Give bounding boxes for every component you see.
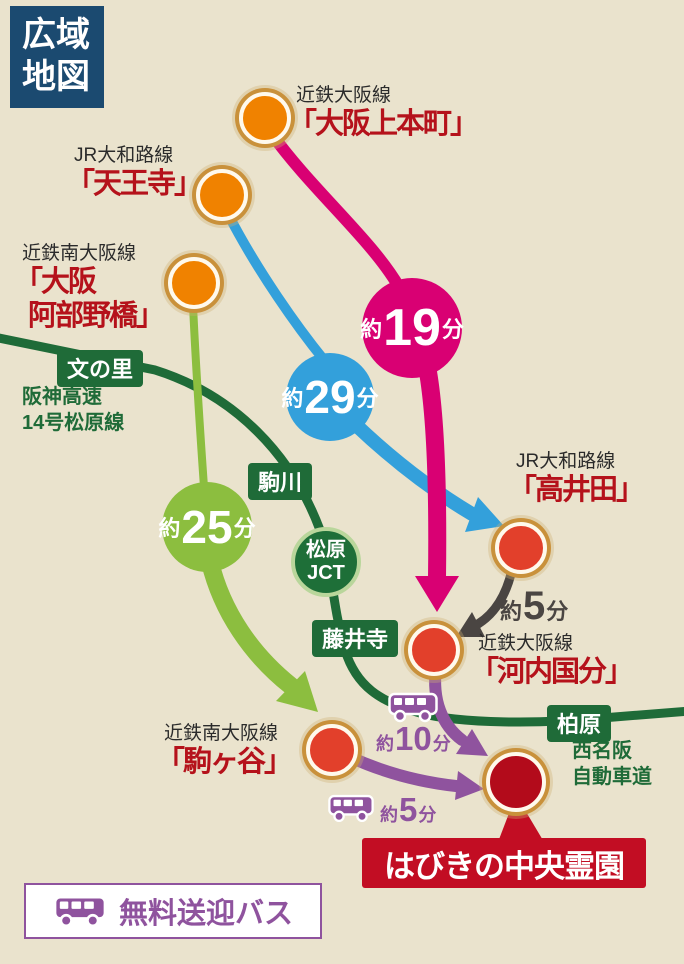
- bus-time-10-label: 約 10 分: [376, 722, 451, 756]
- junction-line1: 松原: [306, 539, 346, 561]
- exit-badge-fuminosato: 文の里: [57, 350, 144, 387]
- station-label-osaka-abenobashi: 近鉄南大阪線 「大阪 阿部野橋」: [14, 238, 165, 333]
- time-bubble-train-25: 約 25 分: [158, 482, 256, 572]
- road-name-meihan-expressway: 西名阪 自動車道: [572, 738, 652, 790]
- station-label-tennoji: JR大和路線 「天王寺」: [66, 140, 203, 201]
- station-name-line1: 「大阪: [14, 266, 97, 298]
- exit-badge-fujiidera: 藤井寺: [312, 620, 399, 657]
- route-train-19-upper-path: [265, 127, 405, 293]
- line-name: JR大和路線: [74, 145, 174, 166]
- bus-icon: [53, 894, 107, 928]
- station-name-line2: 阿部野橋」: [28, 300, 165, 332]
- time-value: 25: [181, 501, 233, 553]
- time-suffix: 分: [432, 734, 451, 754]
- station-label-kawachi-kokubu: 近鉄大阪線 「河内国分」: [470, 628, 634, 689]
- line-name: JR大和路線: [516, 451, 616, 472]
- map-title: 広域 地図: [10, 6, 104, 108]
- time-suffix: 分: [441, 317, 464, 342]
- station-name: 「大阪上本町」: [288, 108, 479, 140]
- legend-label: 無料送迎バス: [118, 898, 293, 930]
- time-prefix: 約: [380, 805, 398, 825]
- time-suffix: 分: [418, 805, 437, 825]
- road-name-line1: 西名阪: [572, 740, 632, 762]
- time-prefix: 約: [360, 317, 383, 342]
- station-name: 「河内国分」: [470, 656, 634, 688]
- destination-marker: [486, 752, 546, 812]
- route-train-25-arrowhead: [276, 671, 318, 712]
- road-name-hanshin-expressway: 阪神高速 14号松原線: [22, 384, 124, 436]
- route-train-29-upper-path: [223, 209, 329, 365]
- road-name-line2: 14号松原線: [22, 412, 125, 434]
- bus-time-5-label: 約 5 分: [380, 793, 436, 827]
- time-bubble-train-29: 約 29 分: [281, 353, 379, 441]
- time-suffix: 分: [233, 516, 256, 541]
- transfer-time-label: 約 5 分: [500, 586, 568, 626]
- station-marker-tennoji: [196, 169, 248, 221]
- route-transfer-path: [473, 565, 517, 629]
- time-bubble-train-19: 約 19 分: [360, 278, 464, 378]
- station-marker-osaka-uehommachi: [239, 92, 291, 144]
- road-name-line1: 阪神高速: [22, 386, 102, 408]
- station-name: 「天王寺」: [66, 168, 203, 200]
- time-value: 5: [523, 584, 546, 628]
- free-shuttle-bus-legend: 無料送迎バス: [24, 883, 322, 939]
- time-prefix: 約: [158, 516, 181, 541]
- time-value: 10: [395, 720, 432, 757]
- route-bus-5-path: [344, 751, 462, 792]
- map-title-line2: 地図: [22, 58, 90, 96]
- station-label-osaka-uehommachi: 近鉄大阪線 「大阪上本町」: [288, 80, 479, 141]
- time-suffix: 分: [356, 386, 379, 411]
- bus-icon: [328, 793, 374, 823]
- route-train-29-arrowhead: [465, 497, 504, 532]
- junction-line2: JCT: [307, 562, 345, 584]
- station-label-takaida: JR大和路線 「高井田」: [508, 446, 645, 507]
- route-train-25-lower-path: [201, 553, 300, 695]
- time-prefix: 約: [500, 599, 523, 624]
- line-name: 近鉄南大阪線: [164, 723, 279, 744]
- time-prefix: 約: [281, 386, 304, 411]
- destination-label: はびきの中央霊園: [362, 838, 646, 888]
- route-bus-10-path: [429, 662, 468, 746]
- map-title-line1: 広域: [22, 16, 90, 54]
- destination-pointer: [498, 795, 544, 842]
- road-name-line2: 自動車道: [572, 766, 652, 788]
- station-name: 「駒ヶ谷」: [156, 746, 293, 778]
- time-suffix: 分: [546, 599, 569, 624]
- route-bus-5-arrowhead: [455, 771, 484, 800]
- route-train-19-arrowhead: [415, 576, 459, 612]
- station-label-komagatani: 近鉄南大阪線 「駒ヶ谷」: [156, 718, 293, 779]
- route-bus-10-arrowhead: [456, 729, 488, 756]
- station-marker-osaka-abenobashi: [168, 257, 220, 309]
- route-transfer-arrowhead: [456, 612, 485, 637]
- station-marker-kawachi-kokubu: [408, 624, 460, 676]
- junction-badge-matsubara-jct: 松原 JCT: [291, 527, 361, 597]
- route-train-25-upper-path: [189, 301, 208, 491]
- time-prefix: 約: [376, 734, 394, 754]
- line-name: 近鉄大阪線: [478, 633, 574, 654]
- exit-badge-kashiwara: 柏原: [547, 705, 612, 742]
- route-train-29-lower-path: [349, 418, 479, 521]
- time-value: 29: [304, 371, 356, 423]
- bus-icon: [388, 691, 438, 723]
- time-value: 19: [383, 299, 441, 357]
- time-value: 5: [399, 791, 418, 828]
- station-marker-komagatani: [306, 724, 358, 776]
- exit-badge-komagawa: 駒川: [248, 463, 313, 500]
- line-name: 近鉄大阪線: [296, 85, 392, 106]
- station-name: 「高井田」: [508, 474, 645, 506]
- line-name: 近鉄南大阪線: [22, 243, 137, 264]
- station-marker-takaida: [495, 522, 547, 574]
- route-train-19-lower-path: [419, 363, 447, 587]
